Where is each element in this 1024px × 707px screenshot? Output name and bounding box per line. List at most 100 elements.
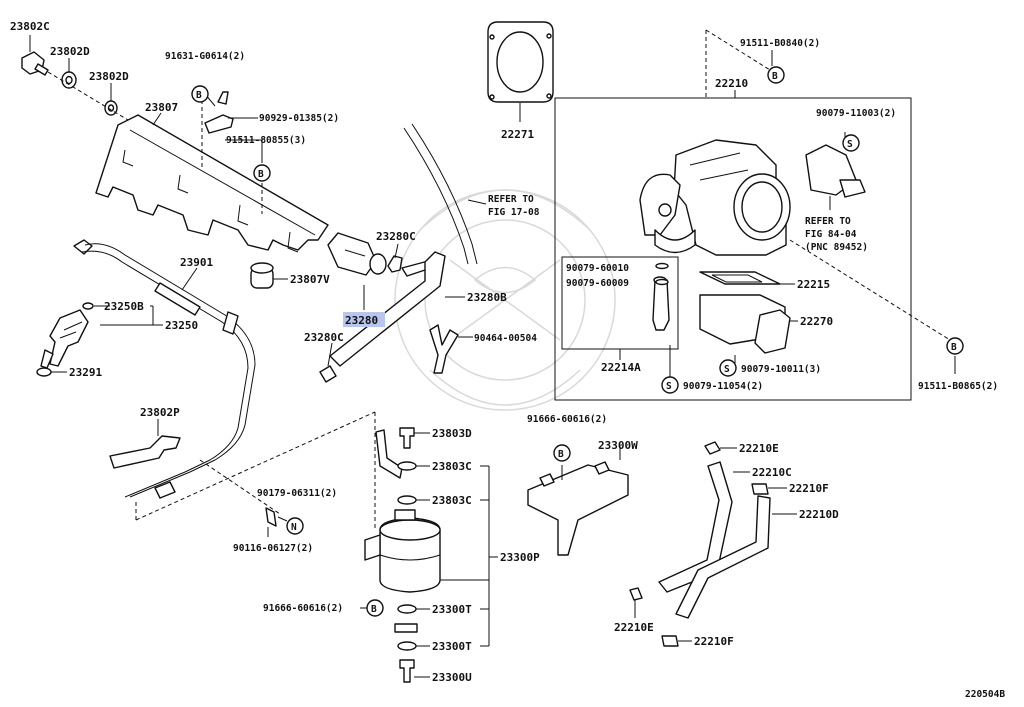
label-23300u[interactable]: 23300U bbox=[432, 671, 472, 684]
part-90929-bracket[interactable] bbox=[204, 91, 234, 134]
label-23807v[interactable]: 23807V bbox=[290, 273, 330, 286]
part-90116-stud[interactable] bbox=[265, 507, 277, 527]
part-90464-clamp[interactable] bbox=[429, 324, 459, 374]
part-23807-delivery-pipe[interactable] bbox=[95, 114, 329, 253]
marker-b-91511-b0840[interactable]: B bbox=[767, 66, 785, 84]
label-22215[interactable]: 22215 bbox=[797, 278, 830, 291]
label-91511-b0840[interactable]: 91511-B0840(2) bbox=[740, 38, 820, 49]
label-23901[interactable]: 23901 bbox=[180, 256, 213, 269]
label-23802d[interactable]: 23802D bbox=[50, 45, 90, 58]
label-90079-10011[interactable]: 90079-10011(3) bbox=[741, 364, 821, 375]
part-89452-sensor[interactable] bbox=[805, 144, 866, 198]
label-91511-80855[interactable]: 91511-80855(3) bbox=[226, 135, 306, 146]
label-91631[interactable]: 91631-G0614(2) bbox=[165, 51, 245, 62]
part-23300t-gasket-1[interactable] bbox=[397, 604, 417, 614]
label-90079-60010[interactable]: 90079-60010 bbox=[566, 263, 629, 274]
label-22271[interactable]: 22271 bbox=[501, 128, 534, 141]
label-90179[interactable]: 90179-06311(2) bbox=[257, 488, 337, 499]
label-22210c[interactable]: 22210C bbox=[752, 466, 792, 479]
part-23300t-gasket-2[interactable] bbox=[397, 641, 417, 651]
label-90079-60009[interactable]: 90079-60009 bbox=[566, 278, 629, 289]
part-22270-isc-valve[interactable] bbox=[699, 294, 791, 354]
label-23803c-1[interactable]: 23803C bbox=[432, 460, 472, 473]
label-23803c-2[interactable]: 23803C bbox=[432, 494, 472, 507]
label-23807[interactable]: 23807 bbox=[145, 101, 178, 114]
part-23250-injector[interactable] bbox=[40, 309, 89, 369]
label-90079-11054[interactable]: 90079-11054(2) bbox=[683, 381, 763, 392]
label-23280c-bottom[interactable]: 23280C bbox=[304, 331, 344, 344]
label-23250b[interactable]: 23250B bbox=[104, 300, 144, 313]
part-22210d-hose[interactable] bbox=[675, 495, 771, 619]
part-23280c-clip-bottom[interactable] bbox=[319, 365, 337, 383]
label-91666-a[interactable]: 91666-60616(2) bbox=[263, 603, 343, 614]
part-23280c-clip-top[interactable] bbox=[387, 255, 403, 273]
part-23280b-fuel-return-hose[interactable] bbox=[329, 251, 446, 367]
marker-b-91511-b0865[interactable]: B bbox=[946, 337, 964, 355]
label-23250[interactable]: 23250 bbox=[165, 319, 198, 332]
label-90929[interactable]: 90929-01385(2) bbox=[259, 113, 339, 124]
label-91666-b[interactable]: 91666-60616(2) bbox=[527, 414, 607, 425]
marker-s-90079-11054[interactable]: S bbox=[661, 376, 679, 394]
part-23802p-bracket[interactable] bbox=[109, 435, 181, 469]
marker-b-91666-a[interactable]: B bbox=[366, 599, 384, 617]
part-23803d-bolt[interactable] bbox=[399, 427, 415, 449]
label-22210[interactable]: 22210 bbox=[715, 77, 748, 90]
label-22210e-2[interactable]: 22210E bbox=[614, 621, 654, 634]
part-90079-60010-o-ring[interactable] bbox=[655, 262, 669, 270]
part-22210-throttle-body[interactable] bbox=[673, 139, 791, 256]
part-22210e-clamp-top[interactable] bbox=[704, 441, 721, 455]
label-22270[interactable]: 22270 bbox=[800, 315, 833, 328]
part-23901-fuel-line[interactable] bbox=[73, 239, 256, 499]
part-23300w-bracket[interactable] bbox=[527, 461, 629, 556]
label-23802p[interactable]: 23802P bbox=[140, 406, 180, 419]
label-22210f-2[interactable]: 22210F bbox=[694, 635, 734, 648]
marker-b-91666-b[interactable]: B bbox=[553, 444, 571, 462]
label-90464[interactable]: 90464-00504 bbox=[474, 333, 537, 344]
part-23250b-o-ring[interactable] bbox=[82, 302, 94, 310]
part-vacuum-hose[interactable] bbox=[403, 123, 478, 265]
label-23300t-1[interactable]: 23300T bbox=[432, 603, 472, 616]
marker-n-90179[interactable]: N bbox=[286, 517, 304, 535]
label-refer-17-line2[interactable]: FIG 17-08 bbox=[488, 207, 540, 218]
label-refer-84-line2[interactable]: FIG 84-04 bbox=[805, 229, 857, 240]
part-23807v-grommet[interactable] bbox=[250, 262, 274, 289]
marker-s-90079-10011[interactable]: S bbox=[719, 359, 737, 377]
part-23803c-gasket-2[interactable] bbox=[397, 495, 417, 505]
label-23280b[interactable]: 23280B bbox=[467, 291, 507, 304]
part-23291-o-ring[interactable] bbox=[36, 367, 52, 377]
label-22214a[interactable]: 22214A bbox=[601, 361, 641, 374]
highlight-23280[interactable]: 23280 bbox=[343, 312, 385, 327]
label-23291[interactable]: 23291 bbox=[69, 366, 102, 379]
part-22210f-clamp-top[interactable] bbox=[751, 483, 769, 495]
part-23803c-gasket-1[interactable] bbox=[397, 461, 417, 471]
label-22210e-1[interactable]: 22210E bbox=[739, 442, 779, 455]
label-23300w[interactable]: 23300W bbox=[598, 439, 638, 452]
part-22215-gasket[interactable] bbox=[699, 271, 781, 285]
marker-s-90079-11003[interactable]: S bbox=[842, 134, 860, 152]
part-23280-pressure-regulator[interactable] bbox=[327, 232, 387, 276]
marker-b-91631[interactable]: B bbox=[191, 85, 209, 103]
part-22271-gasket[interactable] bbox=[487, 21, 554, 103]
label-23300p[interactable]: 23300P bbox=[500, 551, 540, 564]
label-90079-11003[interactable]: 90079-11003(2) bbox=[816, 108, 896, 119]
label-22210f-1[interactable]: 22210F bbox=[789, 482, 829, 495]
part-22210f-clamp-bottom[interactable] bbox=[661, 635, 679, 647]
label-23300t-2[interactable]: 23300T bbox=[432, 640, 472, 653]
part-23300p-fuel-filter[interactable] bbox=[364, 509, 441, 593]
label-23802c[interactable]: 23802C bbox=[10, 20, 50, 33]
part-throttle-linkage[interactable] bbox=[639, 173, 696, 254]
part-fuel-filter-pipe[interactable] bbox=[375, 429, 403, 479]
label-90116[interactable]: 90116-06127(2) bbox=[233, 543, 313, 554]
label-23280c-top[interactable]: 23280C bbox=[376, 230, 416, 243]
part-90079-60009-o-ring[interactable] bbox=[655, 278, 669, 286]
label-91511-b0865[interactable]: 91511-B0865(2) bbox=[918, 381, 998, 392]
part-22210e-clamp-bottom[interactable] bbox=[629, 587, 643, 601]
part-23802d-washer-1[interactable] bbox=[61, 71, 77, 89]
part-23300u-bolt[interactable] bbox=[399, 659, 415, 683]
marker-b-91511-80855[interactable]: B bbox=[253, 164, 271, 182]
part-23802c[interactable] bbox=[21, 51, 49, 76]
label-22210d[interactable]: 22210D bbox=[799, 508, 839, 521]
label-23802d-2[interactable]: 23802D bbox=[89, 70, 129, 83]
part-fuel-filter-fitting[interactable] bbox=[394, 623, 418, 633]
part-22210c-hose[interactable] bbox=[658, 461, 733, 593]
